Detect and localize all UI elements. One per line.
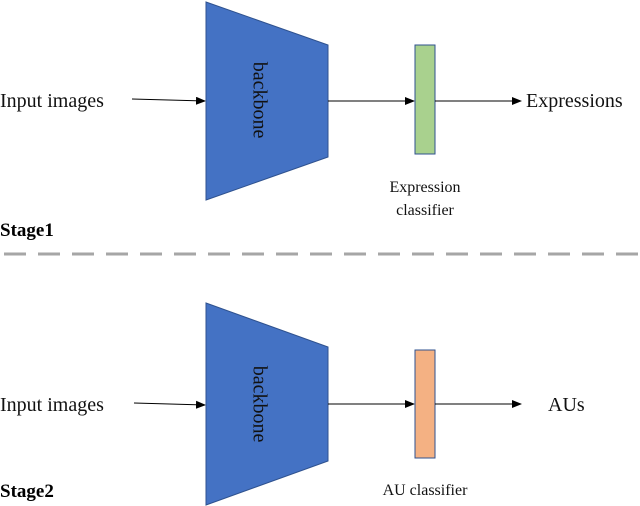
stage1-backbone-trapezoid <box>205 1 329 201</box>
stage2-input-arrow <box>133 400 206 409</box>
stage2-backbone-trapezoid <box>205 302 329 506</box>
stage2-input-label: Input images <box>0 394 104 416</box>
stage1-backbone-label: backbone <box>248 62 270 139</box>
stage2-au-classifier-bar <box>414 349 436 459</box>
stage2-classifier-label: AU classifier <box>383 482 469 499</box>
stage1-expression-classifier-bar <box>414 44 436 155</box>
stage1-classifier-label-line2: classifier <box>396 202 454 219</box>
stage2-group: Input images backbone AUs AU classifier … <box>0 302 585 506</box>
stage2-output-label: AUs <box>548 394 585 416</box>
stage1-group: Input images backbone Expressions Expres… <box>0 1 623 241</box>
stage1-output-label: Expressions <box>526 90 623 112</box>
stage2-backbone-label: backbone <box>248 366 270 443</box>
stage1-label: Stage1 <box>0 220 54 241</box>
stage2-label: Stage2 <box>0 481 54 502</box>
stage1-input-label: Input images <box>0 90 104 112</box>
stage1-input-arrow <box>131 96 206 105</box>
stage1-classifier-label-line1: Expression <box>389 179 460 196</box>
